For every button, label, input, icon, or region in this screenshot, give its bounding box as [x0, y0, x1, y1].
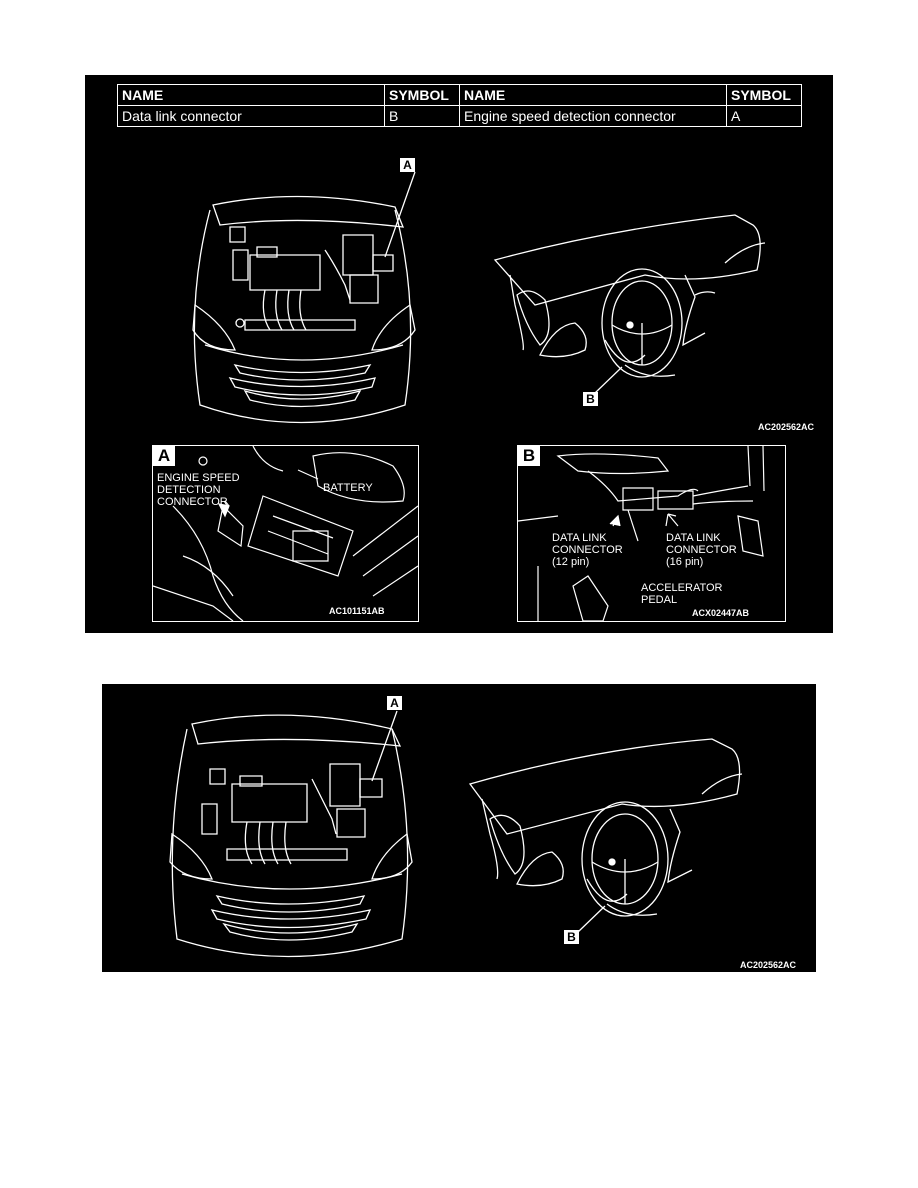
callout-b-top: B	[583, 392, 598, 406]
bottom-figure-panel: A B AC202562AC	[102, 684, 816, 972]
legend-cell-name-1: Data link connector	[117, 105, 385, 127]
legend-row: Data link connector B Engine speed detec…	[117, 105, 802, 127]
callout-a-bottom: A	[387, 696, 402, 710]
inset-b-tag: B	[518, 446, 540, 466]
inset-a-code: AC101151AB	[329, 606, 385, 616]
battery-label: BATTERY	[323, 482, 373, 494]
inset-b-data-link-detail: B DATA LINK CONNECTOR (12 pin) DATA LINK…	[517, 445, 786, 622]
engine-speed-connector-label: ENGINE SPEED DETECTION CONNECTOR	[157, 472, 240, 508]
figure-code-top: AC202562AC	[758, 422, 815, 432]
legend-header-symbol-2: SYMBOL	[726, 84, 802, 106]
accelerator-pedal-label: ACCELERATOR PEDAL	[641, 582, 723, 606]
inset-b-drawing	[518, 446, 785, 621]
figure-code-bottom: AC202562AC	[740, 960, 797, 970]
dashboard-drawing-bottom	[102, 684, 816, 972]
engine-bay-drawing	[85, 75, 833, 633]
symbol-legend-table: NAME SYMBOL NAME SYMBOL Data link connec…	[117, 84, 802, 127]
inset-b-code: ACX02447AB	[692, 608, 750, 618]
inset-a-engine-detail: A ENGINE SPEED DETECTION CONNECTOR BATTE…	[152, 445, 419, 622]
dashboard-drawing	[85, 75, 833, 633]
callout-a-top: A	[400, 158, 415, 172]
legend-cell-name-2: Engine speed detection connector	[459, 105, 727, 127]
inset-a-drawing	[153, 446, 418, 621]
callout-b-bottom: B	[564, 930, 579, 944]
legend-header-row: NAME SYMBOL NAME SYMBOL	[117, 84, 802, 106]
legend-cell-symbol-2: A	[726, 105, 802, 127]
engine-bay-drawing-bottom	[102, 684, 816, 972]
dlc-12pin-label: DATA LINK CONNECTOR (12 pin)	[552, 532, 623, 568]
dlc-16pin-label: DATA LINK CONNECTOR (16 pin)	[666, 532, 737, 568]
top-figure-panel: NAME SYMBOL NAME SYMBOL Data link connec…	[85, 75, 833, 633]
inset-a-tag: A	[153, 446, 175, 466]
